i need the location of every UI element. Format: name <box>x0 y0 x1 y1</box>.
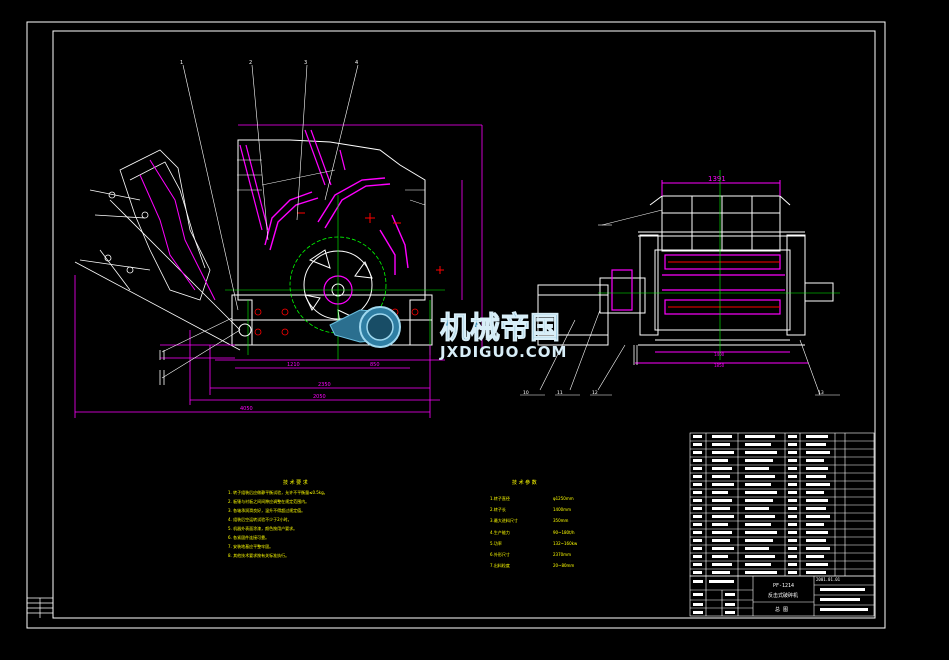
callout-12: 12 <box>592 390 598 396</box>
tech-req-line: 2. 板锤与衬板之间间隙应调整在规定范围内。 <box>228 498 309 504</box>
param-name: 3.最大进料尺寸 <box>490 517 518 523</box>
callout-4: 4 <box>355 60 358 66</box>
callout-3: 3 <box>304 60 307 66</box>
side-top-dim: 1391 <box>708 175 726 183</box>
dim-c: 2050 <box>313 394 326 400</box>
tech-req-line: 5. 机器外表面涂漆，颜色按用户要求。 <box>228 525 297 531</box>
param-value: φ1250mm <box>553 496 574 501</box>
side-dim-a: 1400 <box>714 352 725 357</box>
tech-req-line: 1. 转子组装后应做静平衡试验，允许不平衡量≤0.5kg。 <box>228 489 328 495</box>
machine-name: 反击式破碎机 <box>768 592 798 599</box>
callout-11: 11 <box>557 390 563 396</box>
outer-frame <box>26 21 886 629</box>
title-block <box>689 575 875 617</box>
front-view: 1210 850 2350 2050 4050 1 2 3 4 <box>74 60 483 418</box>
param-value: 350mm <box>553 518 569 523</box>
parts-list <box>689 432 875 577</box>
tech-requirements: 技 术 要 求 1. 转子组装后应做静平衡试验，允许不平衡量≤0.5kg。 2.… <box>228 479 328 558</box>
tech-req-title: 技 术 要 求 <box>283 479 308 486</box>
tech-params: 技 术 参 数 1.转子直径 φ1250mm 2.转子长 1400mm 3.最大… <box>490 479 578 568</box>
tech-req-line: 3. 各轴承润滑良好，温升不得超过规定值。 <box>228 507 305 513</box>
dim-b: 2350 <box>318 382 331 388</box>
param-name: 1.转子直径 <box>490 495 510 501</box>
param-value: 132~160kw <box>553 541 578 546</box>
watermark: 机械帝国 JXDIGUO.COM <box>329 306 567 361</box>
parts-list-text <box>693 435 830 574</box>
dim-a: 1210 <box>287 362 300 368</box>
tech-req-line: 7. 安装地基应平整牢固。 <box>228 543 273 549</box>
inner-frame <box>52 30 876 619</box>
callout-2: 2 <box>249 60 252 66</box>
tech-req-line: 4. 组装后空运转试验不少于2小时。 <box>228 516 292 522</box>
param-value: 2370mm <box>553 552 571 557</box>
tech-params-title: 技 术 参 数 <box>512 479 537 486</box>
sheet-label: 总 图 <box>775 606 788 613</box>
title-block-text: PF-1214 反击式破碎机 2001.01.01 总 图 <box>693 577 868 614</box>
param-value: 1400mm <box>553 507 571 512</box>
param-name: 7.出料粒度 <box>490 562 510 568</box>
param-value: 90~180t/h <box>553 530 575 535</box>
tech-req-line: 6. 各紧固件连接可靠。 <box>228 534 269 540</box>
param-name: 4.生产能力 <box>490 529 510 535</box>
drawing-date: 2001.01.01 <box>816 577 841 582</box>
motor <box>537 284 609 346</box>
model-label: PF-1214 <box>773 583 794 589</box>
callout-13: 13 <box>818 390 824 396</box>
dim-main-width: 4050 <box>240 406 253 412</box>
tech-req-line: 8. 其他技术要求按有关标准执行。 <box>228 552 289 558</box>
side-view: 1391 1400 1850 <box>520 170 840 396</box>
callout-1: 1 <box>180 60 183 66</box>
left-stub-table <box>27 597 53 618</box>
watermark-cn: 机械帝国 <box>440 311 560 346</box>
param-name: 5.功率 <box>490 540 502 546</box>
dim-d: 850 <box>370 362 380 368</box>
callout-10: 10 <box>523 390 529 396</box>
param-name: 6.外形尺寸 <box>490 551 510 557</box>
param-name: 2.转子长 <box>490 506 506 512</box>
side-dim-b: 1850 <box>714 363 725 368</box>
watermark-en: JXDIGUO.COM <box>439 343 567 361</box>
param-value: 20~80mm <box>553 563 574 568</box>
